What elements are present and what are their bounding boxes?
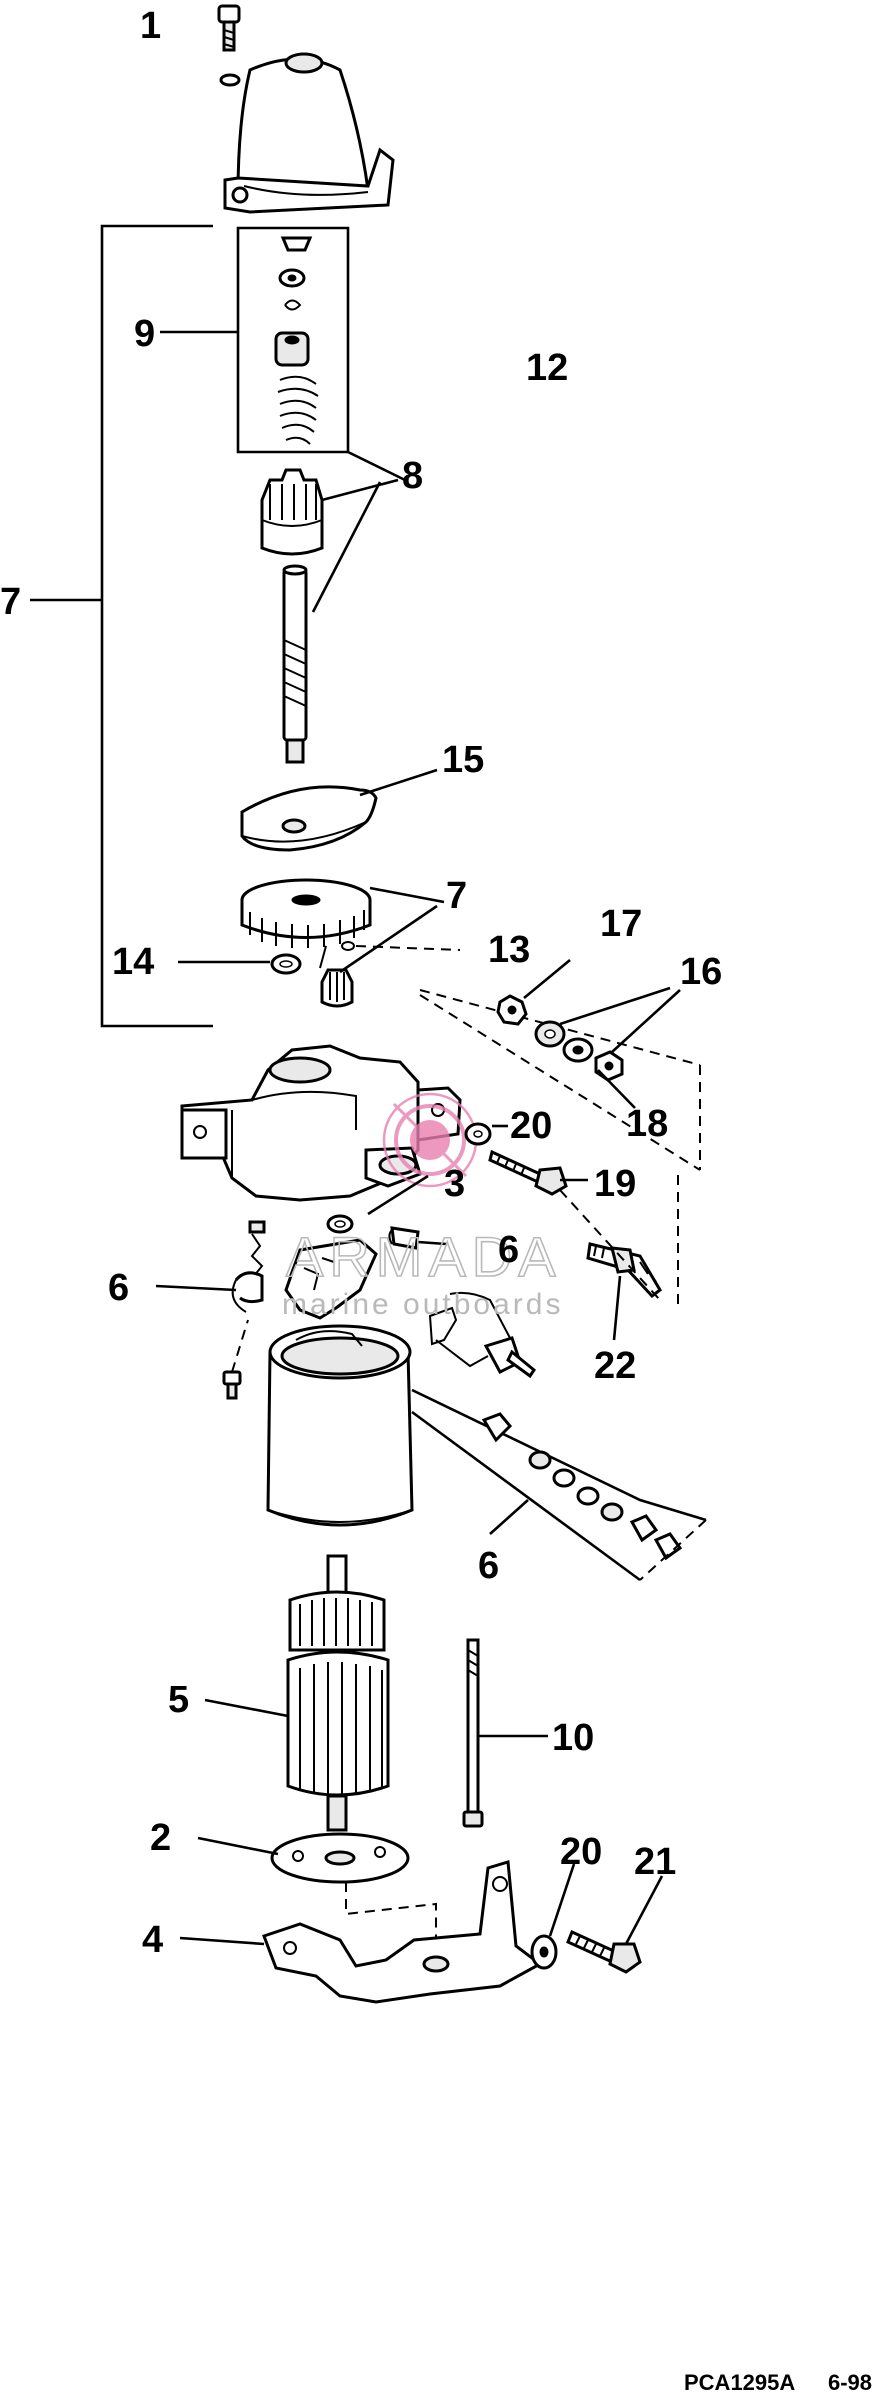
hardware-kit-16-17-18 (419, 958, 701, 1171)
end-plate-part-2 (197, 1832, 410, 1884)
mount-bracket-part-4 (179, 1860, 543, 2004)
terminal-hardware-part-6c (411, 1388, 707, 1582)
label-part-19: 19 (594, 1163, 636, 1205)
bolt-part-19 (488, 1149, 588, 1196)
label-part-4: 4 (142, 1919, 163, 1961)
label-part-14: 14 (112, 941, 154, 983)
label-part-6a: 6 (108, 1267, 129, 1309)
brush-clip-part-6a (155, 1271, 264, 1313)
end-cap-part-12 (219, 52, 395, 214)
label-part-15: 15 (442, 739, 484, 781)
group-bracket-7 (30, 224, 213, 1028)
label-part-22: 22 (594, 1345, 636, 1387)
screw-part-1 (217, 4, 241, 52)
thru-bolt-part-10 (462, 1638, 548, 1828)
label-part-17: 17 (600, 903, 642, 945)
label-part-2: 2 (150, 1817, 171, 1859)
label-part-3: 3 (444, 1163, 465, 1205)
label-part-21: 21 (634, 1841, 676, 1883)
planet-gear-part-7 (240, 878, 445, 1008)
label-part-20a: 20 (510, 1105, 552, 1147)
label-part-6c: 6 (478, 1545, 499, 1587)
label-part-10: 10 (552, 1717, 594, 1759)
drive-kit-box-9 (160, 226, 350, 454)
label-part-13: 13 (488, 929, 530, 971)
label-part-16: 16 (680, 951, 722, 993)
label-part-5: 5 (168, 1679, 189, 1721)
label-part-20b: 20 (560, 1831, 602, 1873)
label-part-9: 9 (134, 313, 155, 355)
washer-part-14 (178, 953, 302, 975)
stud-part-22 (559, 1175, 679, 1341)
washer-part-20a (464, 1122, 508, 1146)
brush-plate-part-3 (248, 1174, 429, 1320)
label-part-6b: 6 (498, 1229, 519, 1271)
watermark-brand: ARMADA (286, 1225, 562, 1288)
drawing-code: PCA1295A (684, 2370, 795, 2395)
label-part-7b: 7 (446, 875, 467, 917)
label-part-1: 1 (140, 5, 161, 47)
gear-plate-part-15 (240, 768, 438, 852)
pinion-part-8 (260, 450, 406, 613)
brush-clip-part-6b (388, 1226, 447, 1250)
washer-part-20b (530, 1863, 576, 1970)
label-part-8: 8 (402, 455, 423, 497)
screw-brush-plate (222, 1319, 249, 1400)
starter-housing (180, 1044, 462, 1202)
label-part-7a: 7 (0, 581, 21, 623)
armature-part-5 (204, 1554, 390, 1832)
label-part-12: 12 (526, 347, 568, 389)
watermark-tagline: marine outboards (282, 1288, 563, 1321)
date-code: 6-98 (828, 2370, 872, 2395)
field-frame-assembly (266, 1291, 537, 1527)
bolt-part-21 (566, 1875, 664, 1974)
label-part-18: 18 (626, 1103, 668, 1145)
ring-part-13 (341, 941, 461, 951)
armature-shaft (282, 564, 308, 764)
